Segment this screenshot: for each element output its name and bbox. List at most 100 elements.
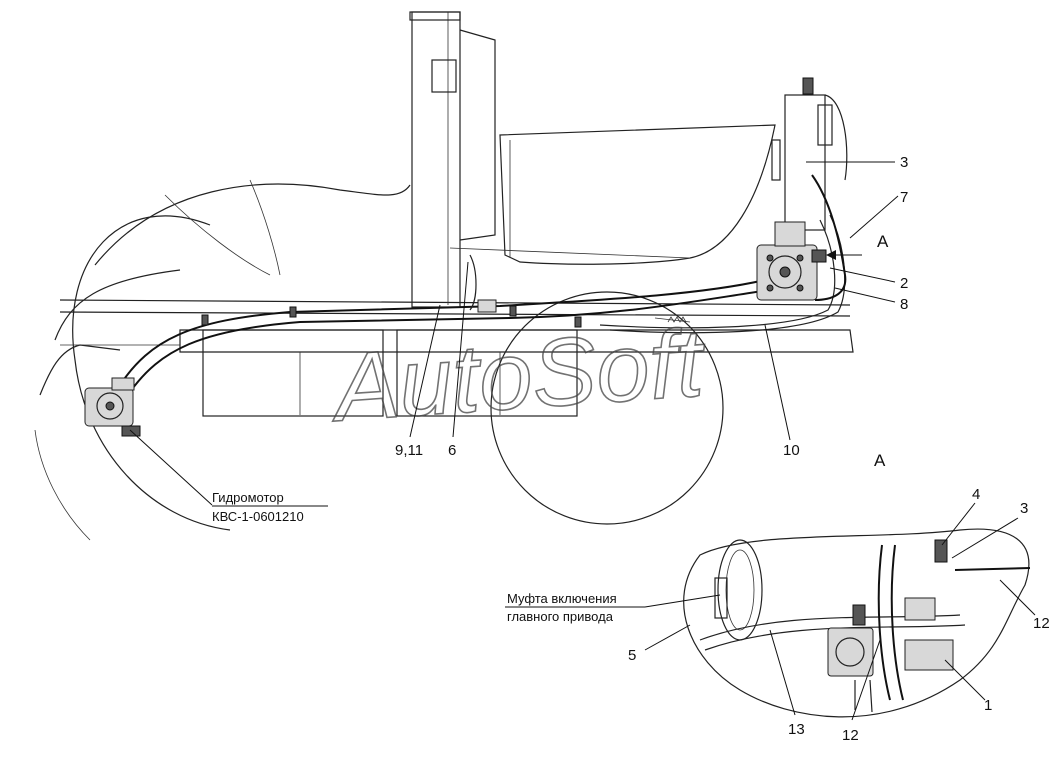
view-a-label: A bbox=[874, 451, 886, 470]
callout-4: 4 bbox=[972, 486, 980, 503]
pump-bolt-4 bbox=[796, 284, 804, 292]
clamp-1 bbox=[201, 314, 209, 326]
hose-return bbox=[599, 219, 836, 329]
callout-3-view: 3 bbox=[1020, 500, 1028, 517]
callout-9-11: 9,11 bbox=[395, 442, 423, 459]
note-clutch-line2: главного привода bbox=[507, 609, 614, 624]
rear-wheel-circle bbox=[490, 291, 724, 525]
view-a-outline bbox=[683, 528, 1030, 718]
callout-5: 5 bbox=[628, 647, 636, 664]
view-distributor bbox=[904, 597, 936, 621]
clutch-pulley-inner bbox=[725, 549, 755, 631]
view-hose-right bbox=[954, 567, 1031, 571]
motor-shaft bbox=[105, 401, 115, 411]
view-hose-vertical-2 bbox=[890, 544, 904, 701]
frame-beam-left bbox=[202, 329, 384, 417]
left-wheel-arc bbox=[72, 215, 231, 531]
leader-1 bbox=[944, 659, 986, 701]
view-fitting bbox=[852, 604, 866, 626]
clamp-3 bbox=[477, 299, 497, 313]
hoses bbox=[119, 174, 847, 393]
callout-8: 8 bbox=[900, 296, 908, 313]
body-rib-1 bbox=[164, 194, 271, 276]
body-sweep-top bbox=[94, 183, 411, 266]
leader-3-view bbox=[951, 517, 1019, 559]
tank-sight-glass bbox=[817, 104, 833, 146]
arrow-a-head bbox=[826, 250, 836, 260]
callout-2: 2 bbox=[900, 275, 908, 292]
note-motor-line1: Гидромотор bbox=[212, 490, 284, 505]
leader-12-bottom bbox=[851, 639, 881, 721]
callout-1: 1 bbox=[984, 697, 992, 714]
leader-10 bbox=[764, 324, 791, 441]
pump-shaft bbox=[779, 266, 791, 278]
leader-13 bbox=[769, 629, 796, 716]
notes: Гидромотор КВС-1-0601210 Муфта включения… bbox=[212, 490, 617, 624]
rear-wheel bbox=[490, 291, 724, 525]
leader-12-right bbox=[999, 579, 1036, 616]
clamp-4 bbox=[509, 305, 517, 317]
hydraulic-motor bbox=[84, 377, 141, 437]
pump-valve-block bbox=[774, 221, 806, 247]
clutch-housing bbox=[714, 577, 728, 619]
pump-bolt-1 bbox=[766, 254, 774, 262]
leader-4 bbox=[941, 502, 976, 546]
vertical-column bbox=[411, 11, 461, 308]
callout-10: 10 bbox=[783, 442, 800, 459]
leader-motor bbox=[129, 429, 213, 506]
callout-a-arrow: A bbox=[877, 232, 889, 251]
left-wheel-lower bbox=[34, 429, 91, 541]
callout-13: 13 bbox=[788, 721, 805, 738]
column-cap bbox=[409, 11, 461, 21]
watermark: AutoSoft bbox=[326, 309, 709, 442]
machine-body bbox=[34, 11, 854, 541]
motor-flange bbox=[96, 392, 124, 420]
spring-coil bbox=[667, 316, 687, 323]
callout-3-top: 3 bbox=[900, 154, 908, 171]
hose-main-upper bbox=[119, 279, 766, 386]
column-side-plate bbox=[459, 29, 496, 241]
view-pump bbox=[827, 627, 874, 677]
body-rib-2 bbox=[249, 179, 281, 276]
frame-beam-right bbox=[396, 329, 578, 417]
leader-7 bbox=[849, 195, 899, 239]
callouts: 3 7 A 2 8 9,11 6 10 A 4 3 12 5 13 12 1 bbox=[395, 154, 1050, 744]
callout-12-right: 12 bbox=[1033, 615, 1050, 632]
pump-bolt-3 bbox=[766, 284, 774, 292]
leader-8 bbox=[834, 287, 896, 303]
leader-9-11 bbox=[409, 304, 441, 438]
callout-7: 7 bbox=[900, 189, 908, 206]
tank-right-wall bbox=[824, 94, 848, 181]
frame-rail-top bbox=[59, 299, 851, 306]
leader-5 bbox=[644, 624, 691, 651]
view-gear-pump bbox=[904, 639, 954, 671]
pump-fitting bbox=[811, 249, 827, 263]
frame-rail-top2 bbox=[59, 311, 851, 317]
hopper-bottom bbox=[449, 247, 691, 259]
callout-6: 6 bbox=[448, 442, 456, 459]
hose-main-lower bbox=[129, 289, 771, 393]
callout-12-bottom: 12 bbox=[842, 727, 859, 744]
view-valve bbox=[934, 539, 948, 563]
hydraulic-pump bbox=[756, 221, 827, 301]
tank-filler-cap bbox=[802, 77, 814, 95]
hose-suction bbox=[811, 174, 847, 301]
column-bracket bbox=[431, 59, 457, 93]
body-sweep-mid bbox=[54, 269, 181, 341]
pump-bolt-2 bbox=[796, 254, 804, 262]
hopper bbox=[499, 124, 776, 265]
hose-column bbox=[469, 254, 477, 311]
clamp-2 bbox=[289, 306, 297, 318]
note-motor-line2: КВС-1-0601210 bbox=[212, 509, 304, 524]
pump-flange bbox=[768, 255, 802, 289]
view-hose-down bbox=[854, 679, 873, 713]
view-a-inset bbox=[683, 528, 1031, 718]
leader-6 bbox=[452, 261, 469, 438]
view-pump-flange bbox=[835, 637, 865, 667]
view-hose-vertical bbox=[877, 544, 891, 701]
motor-port bbox=[111, 377, 135, 391]
tank-bracket bbox=[771, 139, 781, 181]
leader-lines bbox=[129, 161, 1036, 721]
